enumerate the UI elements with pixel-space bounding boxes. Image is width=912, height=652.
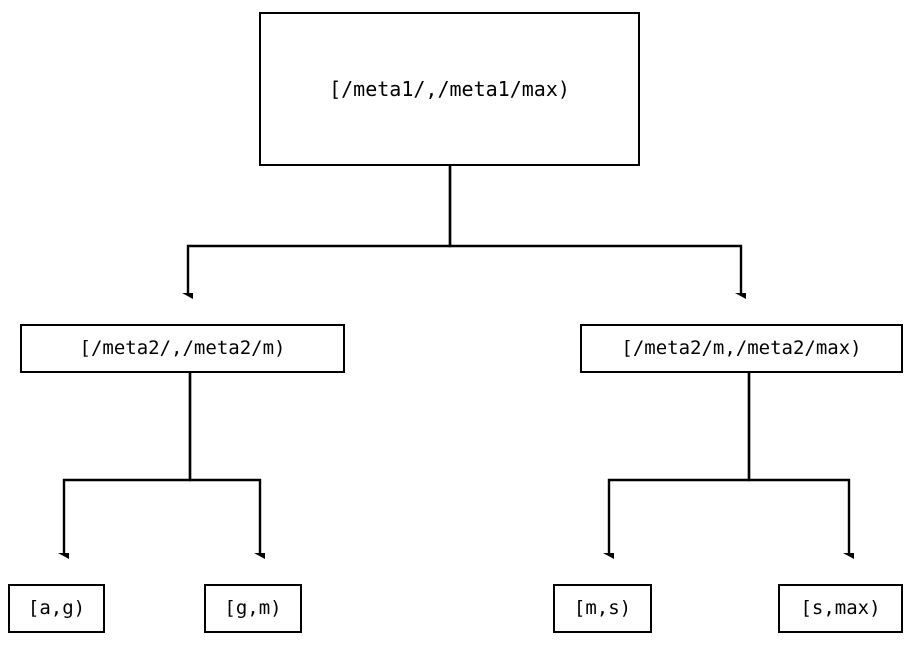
tree-node-meta2-high-label: [/meta2/m,/meta2/max) bbox=[621, 337, 862, 359]
tree-node-leaf-ag[interactable]: [a,g) bbox=[8, 584, 105, 633]
tree-node-root[interactable]: [/meta1/,/meta1/max) bbox=[259, 12, 640, 166]
tree-node-leaf-ms[interactable]: [m,s) bbox=[553, 584, 652, 633]
tree-node-root-label: [/meta1/,/meta1/max) bbox=[329, 77, 570, 101]
edge-root-to-meta2-low bbox=[188, 166, 452, 293]
tree-node-meta2-low[interactable]: [/meta2/,/meta2/m) bbox=[20, 324, 345, 373]
tree-node-leaf-ms-label: [m,s) bbox=[573, 597, 632, 619]
tree-node-leaf-smax-label: [s,max) bbox=[800, 597, 881, 619]
edge-meta2-high-to-leaf-ms bbox=[609, 373, 751, 553]
edge-meta2-high-to-leaf-smax bbox=[747, 373, 849, 553]
tree-node-leaf-smax[interactable]: [s,max) bbox=[778, 584, 903, 633]
edge-meta2-low-to-leaf-gm bbox=[188, 373, 260, 553]
tree-node-meta2-low-label: [/meta2/,/meta2/m) bbox=[79, 337, 286, 359]
tree-node-meta2-high[interactable]: [/meta2/m,/meta2/max) bbox=[580, 324, 903, 373]
edge-meta2-low-to-leaf-ag bbox=[64, 373, 192, 553]
edge-root-to-meta2-high bbox=[448, 166, 741, 293]
tree-node-leaf-gm-label: [g,m) bbox=[224, 597, 282, 619]
tree-node-leaf-gm[interactable]: [g,m) bbox=[204, 584, 302, 633]
tree-node-leaf-ag-label: [a,g) bbox=[27, 597, 86, 619]
